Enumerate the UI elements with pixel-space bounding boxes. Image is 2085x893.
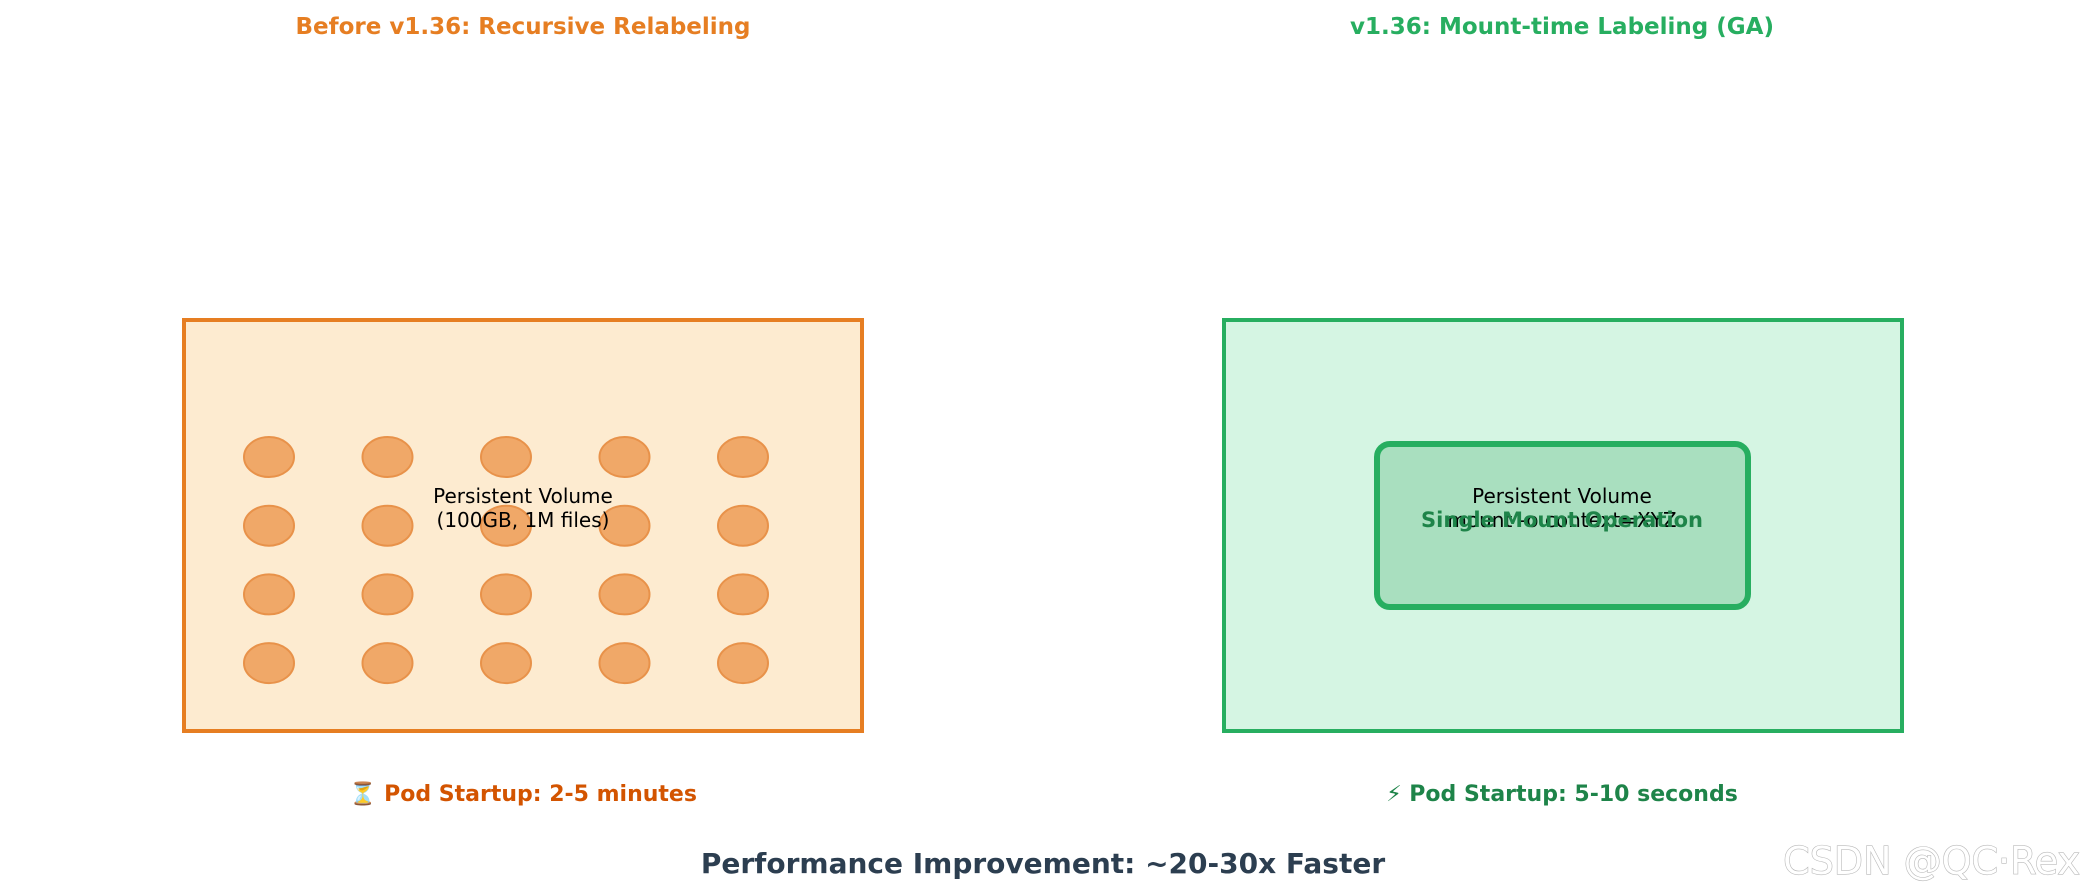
watermark: CSDN @QC·Rex [1783, 839, 2080, 883]
file-icon [361, 642, 414, 685]
file-icon [361, 504, 414, 547]
file-icon [243, 504, 295, 547]
file-icon [243, 436, 295, 478]
file-icon [480, 573, 532, 616]
before-volume-details: (100GB, 1M files) [437, 508, 610, 532]
file-icon [361, 573, 414, 616]
mount-command: mount -o context=XYZ [1447, 508, 1676, 532]
file-icon [361, 436, 414, 478]
file-icon [480, 504, 532, 547]
file-icon [598, 436, 651, 478]
file-icon [717, 504, 769, 547]
file-icon [480, 642, 532, 685]
file-icon [598, 573, 651, 616]
after-volume-label: Persistent Volume [1472, 484, 1652, 508]
file-icon [717, 573, 769, 616]
file-icon [717, 436, 769, 478]
file-icon [598, 504, 651, 547]
single-mount-operation-label: Single Mount Operation [1421, 508, 1703, 532]
after-panel-title: v1.36: Mount-time Labeling (GA) [1350, 14, 1774, 40]
after-startup-time: ⚡ Pod Startup: 5-10 seconds [1386, 782, 1738, 807]
file-icon [480, 436, 532, 478]
file-icon [598, 642, 651, 685]
file-icon [243, 642, 295, 685]
file-icon [243, 573, 295, 616]
file-grid [243, 436, 769, 685]
before-volume-label: Persistent Volume [433, 484, 613, 508]
performance-summary: Performance Improvement: ~20-30x Faster [701, 847, 1385, 880]
file-icon [717, 642, 769, 685]
mount-operation-box [1374, 441, 1751, 610]
before-startup-time: ⏳ Pod Startup: 2-5 minutes [349, 781, 697, 807]
before-panel-title: Before v1.36: Recursive Relabeling [295, 14, 750, 40]
